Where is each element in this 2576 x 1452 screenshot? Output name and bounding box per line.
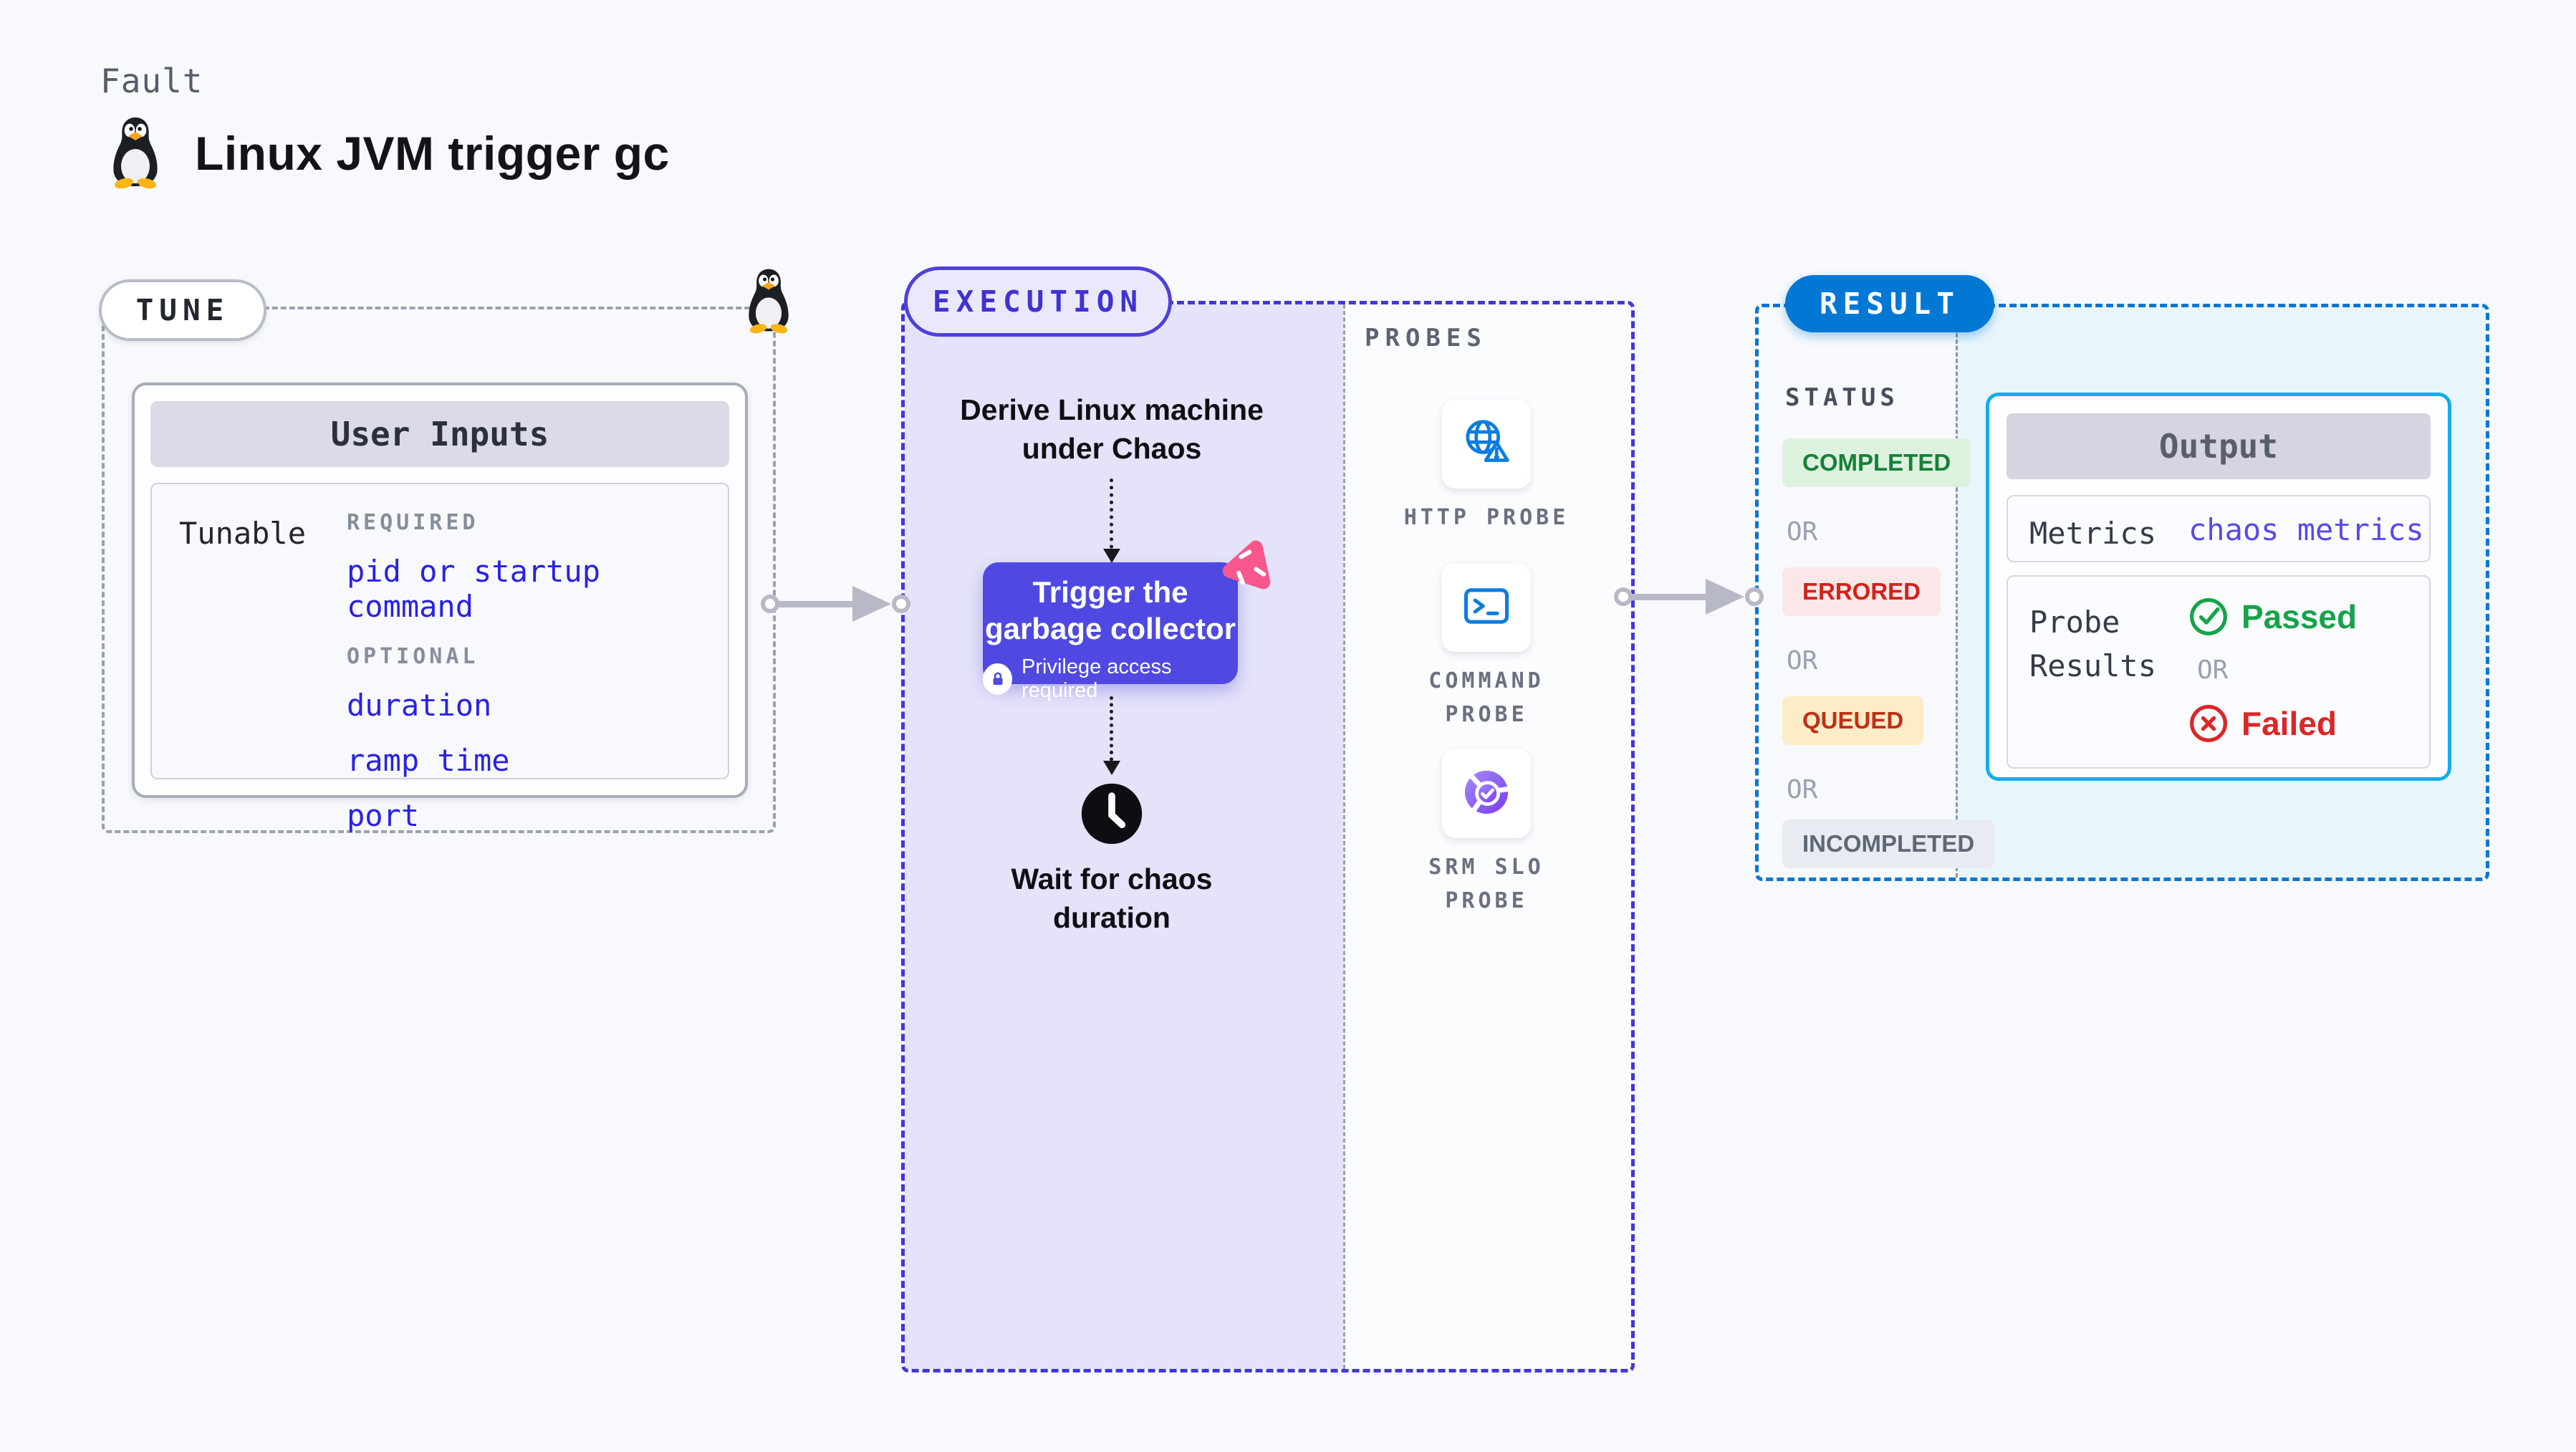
status-or-2: OR: [1787, 646, 1818, 675]
tunable-row-label: Tunable: [179, 516, 307, 551]
chaos-pinwheel-icon: [1211, 533, 1280, 602]
wait-duration-text: Wait for chaos duration: [904, 860, 1320, 937]
param-link-duration[interactable]: duration: [347, 688, 492, 723]
status-chip-queued: QUEUED: [1782, 696, 1924, 745]
command-probe-label: COMMAND PROBE: [1428, 668, 1544, 727]
arrow-tune-to-execution: [761, 572, 911, 636]
passed-label: Passed: [2241, 598, 2358, 635]
arrow-head: [1706, 579, 1744, 615]
slo-donut-check-icon: [1459, 765, 1514, 823]
probe-results-line1: Probe: [2029, 605, 2120, 640]
failed-verdict: Failed: [2188, 703, 2357, 744]
srm-slo-probe-card[interactable]: [1442, 749, 1531, 838]
trigger-gc-node[interactable]: Trigger the garbage collector Privilege …: [983, 562, 1238, 702]
tunable-params: REQUIRED pid or startup command OPTIONAL…: [347, 510, 728, 853]
terminal-icon: [1459, 579, 1514, 637]
trigger-line1: Trigger the: [1032, 575, 1188, 609]
probes-panel-label: PROBES: [1365, 324, 1487, 352]
output-card: Output Metrics chaos metrics Probe Resul…: [1986, 393, 2451, 781]
arrow-execution-to-result: [1614, 564, 1764, 629]
page-title: Linux JVM trigger gc: [195, 127, 670, 180]
derive-machine-text: Derive Linux machine under Chaos: [904, 390, 1320, 468]
verdict-column: Passed OR Failed: [2188, 597, 2357, 744]
tune-badge: TUNE: [99, 279, 266, 341]
dotted-arrowhead-2: [1103, 761, 1120, 775]
check-circle-icon: [2190, 598, 2227, 635]
output-card-header: Output: [2007, 413, 2431, 479]
user-inputs-card: User Inputs Tunable REQUIRED pid or star…: [132, 383, 748, 833]
tune-section-box: [102, 307, 776, 833]
probe-results-line2: Results: [2029, 648, 2157, 683]
execution-badge: EXECUTION: [904, 266, 1172, 337]
arrow-shaft: [1631, 594, 1707, 600]
status-label: STATUS: [1785, 383, 1899, 412]
tux-penguin-corner-icon: [741, 266, 797, 334]
probe-results-label: Probe Results: [2029, 601, 2156, 688]
wait-line2: duration: [1053, 901, 1171, 935]
connector-dot: [1745, 587, 1764, 606]
arrow-head: [852, 586, 891, 622]
passed-verdict: Passed: [2188, 597, 2357, 637]
srm-slo-probe-label: SRM SLO PROBE: [1428, 855, 1544, 913]
status-chip-incompleted: INCOMPLETED: [1782, 819, 1995, 868]
probe-results-row: Probe Results Passed OR Fai: [2007, 575, 2431, 769]
wait-clock-icon: [1079, 781, 1145, 847]
status-or-3: OR: [1787, 775, 1818, 804]
user-inputs-header: User Inputs: [150, 401, 729, 467]
trigger-line2: garbage collector: [984, 612, 1236, 646]
fault-eyebrow: Fault: [100, 62, 203, 100]
result-badge: RESULT: [1785, 275, 1994, 332]
globe-alert-icon: [1459, 415, 1514, 473]
required-label: REQUIRED: [347, 510, 479, 535]
dotted-arrowhead-1: [1103, 549, 1120, 563]
tux-penguin-icon: [105, 115, 166, 189]
user-inputs-body: Tunable REQUIRED pid or startup command …: [150, 483, 729, 833]
connector-dot: [892, 595, 910, 613]
x-circle-icon: [2190, 705, 2227, 742]
http-probe-card[interactable]: [1442, 400, 1531, 489]
param-link-pid[interactable]: pid or startup command: [347, 554, 601, 624]
metrics-value-link[interactable]: chaos metrics: [2188, 512, 2424, 547]
wait-line1: Wait for chaos: [1011, 862, 1213, 895]
status-chip-completed: COMPLETED: [1782, 438, 1971, 487]
param-link-ramp-time[interactable]: ramp time: [347, 743, 510, 778]
metrics-row: Metrics chaos metrics: [2007, 495, 2431, 562]
privilege-row: Privilege access required: [983, 655, 1238, 703]
http-probe-label: HTTP PROBE: [1403, 505, 1570, 530]
optional-label: OPTIONAL: [347, 644, 479, 669]
dotted-connector-1: [1110, 479, 1113, 556]
status-or-1: OR: [1787, 517, 1818, 547]
command-probe-card[interactable]: [1442, 563, 1531, 652]
metrics-label: Metrics: [2029, 516, 2157, 551]
lock-icon: [983, 663, 1013, 696]
derive-line1: Derive Linux machine: [960, 393, 1264, 426]
connector-dot: [1614, 587, 1633, 606]
failed-label: Failed: [2241, 705, 2337, 742]
connector-dot: [761, 595, 779, 613]
dotted-connector-2: [1110, 696, 1113, 768]
arrow-shaft: [778, 601, 854, 607]
verdict-or: OR: [2197, 655, 2229, 685]
param-link-port[interactable]: port: [347, 798, 420, 833]
derive-line2: under Chaos: [1022, 432, 1202, 466]
privilege-note: Privilege access required: [1022, 655, 1172, 703]
status-chip-errored: ERRORED: [1782, 567, 1941, 616]
